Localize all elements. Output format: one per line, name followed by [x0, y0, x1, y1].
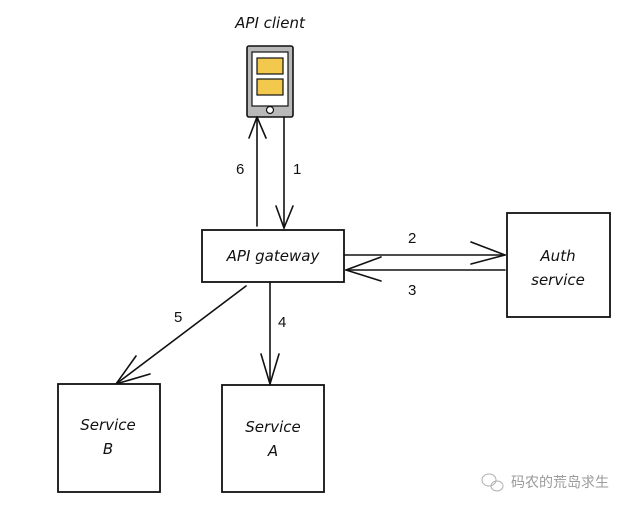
- edge-4: [260, 281, 280, 385]
- edge-1: [275, 116, 294, 229]
- edge-6: [248, 116, 267, 227]
- edge-label-6: 6: [236, 161, 244, 178]
- watermark-text: 码农的荒岛求生: [511, 475, 609, 491]
- mobile-phone-icon: [246, 45, 294, 118]
- edge-5: [115, 285, 247, 385]
- auth-service-label-line1: Auth: [539, 247, 575, 265]
- wechat-icon: [481, 473, 504, 492]
- api-gateway-box: [201, 229, 345, 283]
- edge-3: [345, 256, 506, 282]
- auth-service-label-line2: service: [531, 271, 585, 289]
- api-gateway-label: API gateway: [226, 247, 321, 265]
- service-a-label-line2: A: [267, 442, 278, 460]
- service-b-label-line1: Service: [80, 416, 135, 434]
- edge-label-1: 1: [293, 161, 301, 178]
- api-client-label: API client: [234, 14, 306, 32]
- service-b-label-line2: B: [103, 440, 113, 458]
- edge-label-5: 5: [174, 309, 182, 326]
- edge-2: [343, 241, 506, 265]
- edge-label-3: 3: [408, 282, 416, 299]
- phone-card-top: [256, 57, 284, 75]
- edge-label-4: 4: [278, 314, 286, 331]
- service-b-box: [57, 383, 161, 493]
- phone-card-bottom: [256, 78, 284, 96]
- auth-service-box: [506, 212, 611, 318]
- phone-home-button: [265, 105, 275, 115]
- edge-label-2: 2: [408, 230, 416, 247]
- service-a-label-line1: Service: [245, 418, 300, 436]
- service-a-box: [221, 384, 325, 493]
